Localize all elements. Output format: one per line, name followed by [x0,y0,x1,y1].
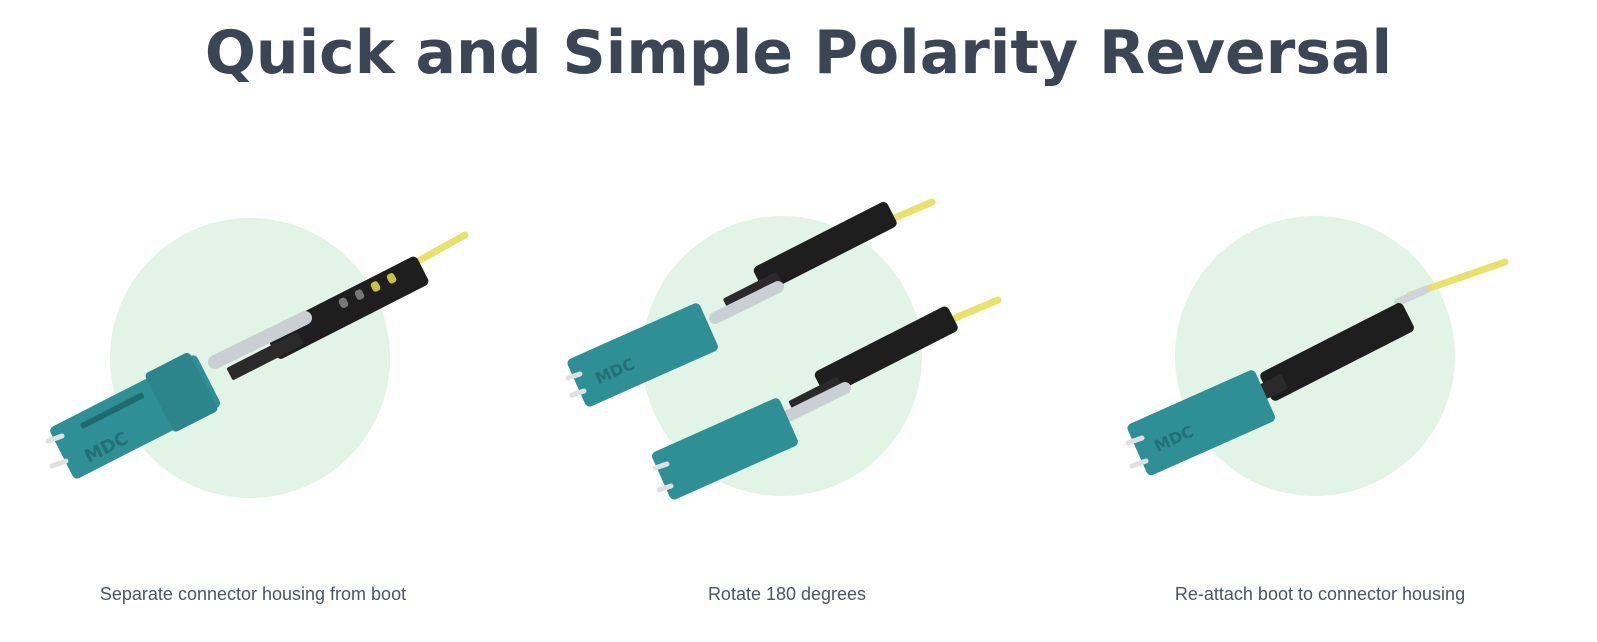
connector-rotated-pair-icon: MDC [565,198,1002,500]
step-2-caption: Rotate 180 degrees [707,584,867,604]
connector-separated-icon: MDC [45,218,469,498]
step-1-caption: Separate connector housing from boot [99,584,407,604]
step-3-illustration: MDC [1110,190,1590,530]
step-2-illustration: MDC [560,190,1040,530]
page-title: Quick and Simple Polarity Reversal [204,18,1393,88]
connector-assembled-icon: MDC [1125,216,1509,496]
step-1-illustration: MDC [40,190,520,530]
step-3-caption: Re-attach boot to connector housing [1174,584,1466,604]
